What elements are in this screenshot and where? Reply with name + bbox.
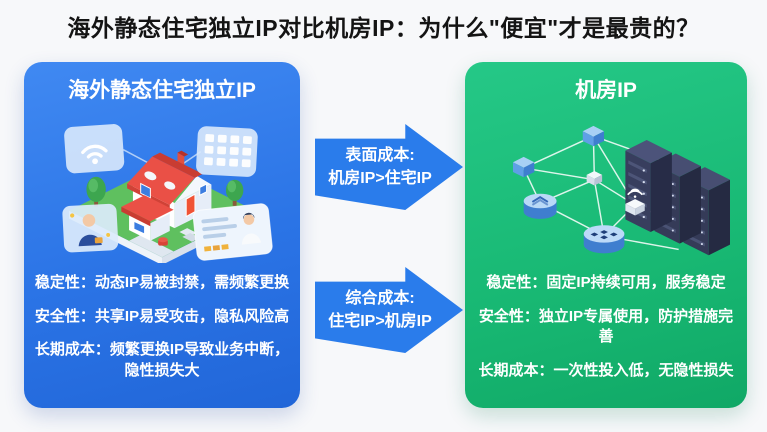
datacenter-feature-list: 稳定性：固定IP持续可用，服务稳定 安全性：独立IP专属使用，防护措施完善 长期… [475,273,737,382]
user-avatar-icon [78,214,103,247]
residential-house-network-illustration [62,124,273,263]
datacenter-stability-row: 稳定性：固定IP持续可用，服务稳定 [486,274,726,291]
residential-cost-row: 长期成本：频繁更换IP导致业务中断， 隐性损失大 [34,341,290,380]
datacenter-ip-panel: 机房IP [465,62,747,408]
total-cost-comparison: 住宅IP>机房IP [328,313,432,330]
datacenter-panel-title: 机房IP [575,79,637,102]
id-document-icon [201,212,262,252]
datacenter-cost-row: 长期成本：一次性投入低，无隐性损失 [478,362,734,380]
residential-stability-row: 稳定性：动态IP易被封禁，需频繁更换 [34,274,290,291]
datacenter-security-row: 安全性：独立IP专属使用，防护措施完善 [478,307,734,346]
network-node-cubes [513,125,605,186]
total-cost-label: 综合成本: [345,289,415,307]
residential-feature-list: 稳定性：动态IP易被封禁，需频繁更换 安全性：共享IP易受攻击，隐私风险高 长期… [34,273,290,382]
app-grid-icon [203,134,252,168]
surface-cost-comparison: 机房IP>住宅IP [328,170,432,187]
residential-ip-panel: 海外静态住宅独立IP [24,62,300,408]
router-cylinder-icon [523,193,625,254]
wifi-card [64,124,125,174]
browser-card [192,203,273,261]
datacenter-illustration [475,108,737,263]
person-card [62,203,119,253]
surface-cost-arrow: 表面成本: 机房IP>住宅IP [315,124,463,210]
datacenter-servers-network-illustration [513,125,730,256]
grid-card [196,126,258,177]
residential-panel-title: 海外静态住宅独立IP [68,79,256,102]
total-cost-arrow: 综合成本: 住宅IP>机房IP [315,267,463,353]
surface-cost-label: 表面成本: [345,146,415,164]
wifi-router-icon [625,188,645,216]
tree-icon [86,176,244,207]
house-illustration [34,108,290,263]
server-towers-icon [625,139,730,256]
residential-security-row: 安全性：共享IP易受攻击，隐私风险高 [34,307,290,325]
house-icon [121,150,212,246]
wifi-icon [81,144,108,159]
page-title: 海外静态住宅独立IP对比机房IP：为什么"便宜"才是最贵的？ [67,15,700,41]
